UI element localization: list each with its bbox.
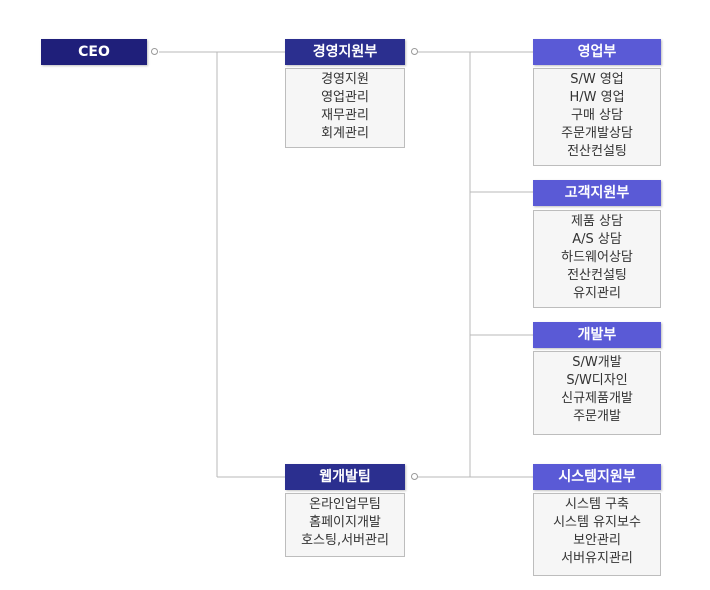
system-support-title: 시스템지원부 <box>558 469 636 485</box>
management-items-box: 경영지원 영업관리 재무관리 회계관리 <box>285 68 405 148</box>
web-team-item: 호스팅,서버관리 <box>301 533 389 548</box>
system-support-item: 서버유지관리 <box>561 551 633 566</box>
development-item: S/W개발 <box>572 355 622 370</box>
customer-support-item: 전산컨설팅 <box>567 268 627 283</box>
development-item: 신규제품개발 <box>561 391 633 406</box>
management-item: 회계관리 <box>321 126 369 141</box>
customer-support-item: 하드웨어상담 <box>561 250 633 265</box>
management-item: 영업관리 <box>321 90 369 105</box>
customer-support-items-box: 제품 상담 A/S 상담 하드웨어상담 전산컨설팅 유지관리 <box>533 210 661 308</box>
management-header: 경영지원부 <box>285 39 405 65</box>
development-items-box: S/W개발 S/W디자인 신규제품개발 주문개발 <box>533 351 661 435</box>
system-support-item: 시스템 구축 <box>565 497 629 512</box>
sales-items-box: S/W 영업 H/W 영업 구매 상담 주문개발상담 전산컨설팅 <box>533 68 661 166</box>
web-team-item: 온라인업무팀 <box>309 497 381 512</box>
sales-item: S/W 영업 <box>570 72 624 87</box>
sales-item: 주문개발상담 <box>561 126 633 141</box>
web-team-title: 웹개발팀 <box>319 469 371 485</box>
development-header: 개발부 <box>533 322 661 348</box>
customer-support-item: 제품 상담 <box>571 214 623 229</box>
development-item: S/W디자인 <box>566 373 628 388</box>
system-support-header: 시스템지원부 <box>533 464 661 490</box>
customer-support-header: 고객지원부 <box>533 180 661 206</box>
system-support-items-box: 시스템 구축 시스템 유지보수 보안관리 서버유지관리 <box>533 493 661 576</box>
sales-item: H/W 영업 <box>569 90 625 105</box>
management-item: 경영지원 <box>321 72 369 87</box>
ceo-header: CEO <box>41 39 147 65</box>
sales-title: 영업부 <box>577 44 617 60</box>
web-team-item: 홈페이지개발 <box>309 515 381 530</box>
customer-support-item: 유지관리 <box>573 286 621 301</box>
development-item: 주문개발 <box>573 409 621 424</box>
web-team-header: 웹개발팀 <box>285 464 405 490</box>
web-team-connector-dot <box>411 473 418 480</box>
management-title: 경영지원부 <box>312 44 378 60</box>
sales-item: 구매 상담 <box>571 108 623 123</box>
system-support-item: 시스템 유지보수 <box>553 515 641 530</box>
ceo-title: CEO <box>78 44 110 60</box>
development-title: 개발부 <box>577 327 617 343</box>
ceo-connector-dot <box>151 48 158 55</box>
system-support-item: 보안관리 <box>573 533 621 548</box>
web-team-items-box: 온라인업무팀 홈페이지개발 호스팅,서버관리 <box>285 493 405 557</box>
customer-support-item: A/S 상담 <box>572 232 622 247</box>
sales-header: 영업부 <box>533 39 661 65</box>
management-connector-dot <box>411 48 418 55</box>
management-item: 재무관리 <box>321 108 369 123</box>
sales-item: 전산컨설팅 <box>567 144 627 159</box>
customer-support-title: 고객지원부 <box>564 185 630 201</box>
